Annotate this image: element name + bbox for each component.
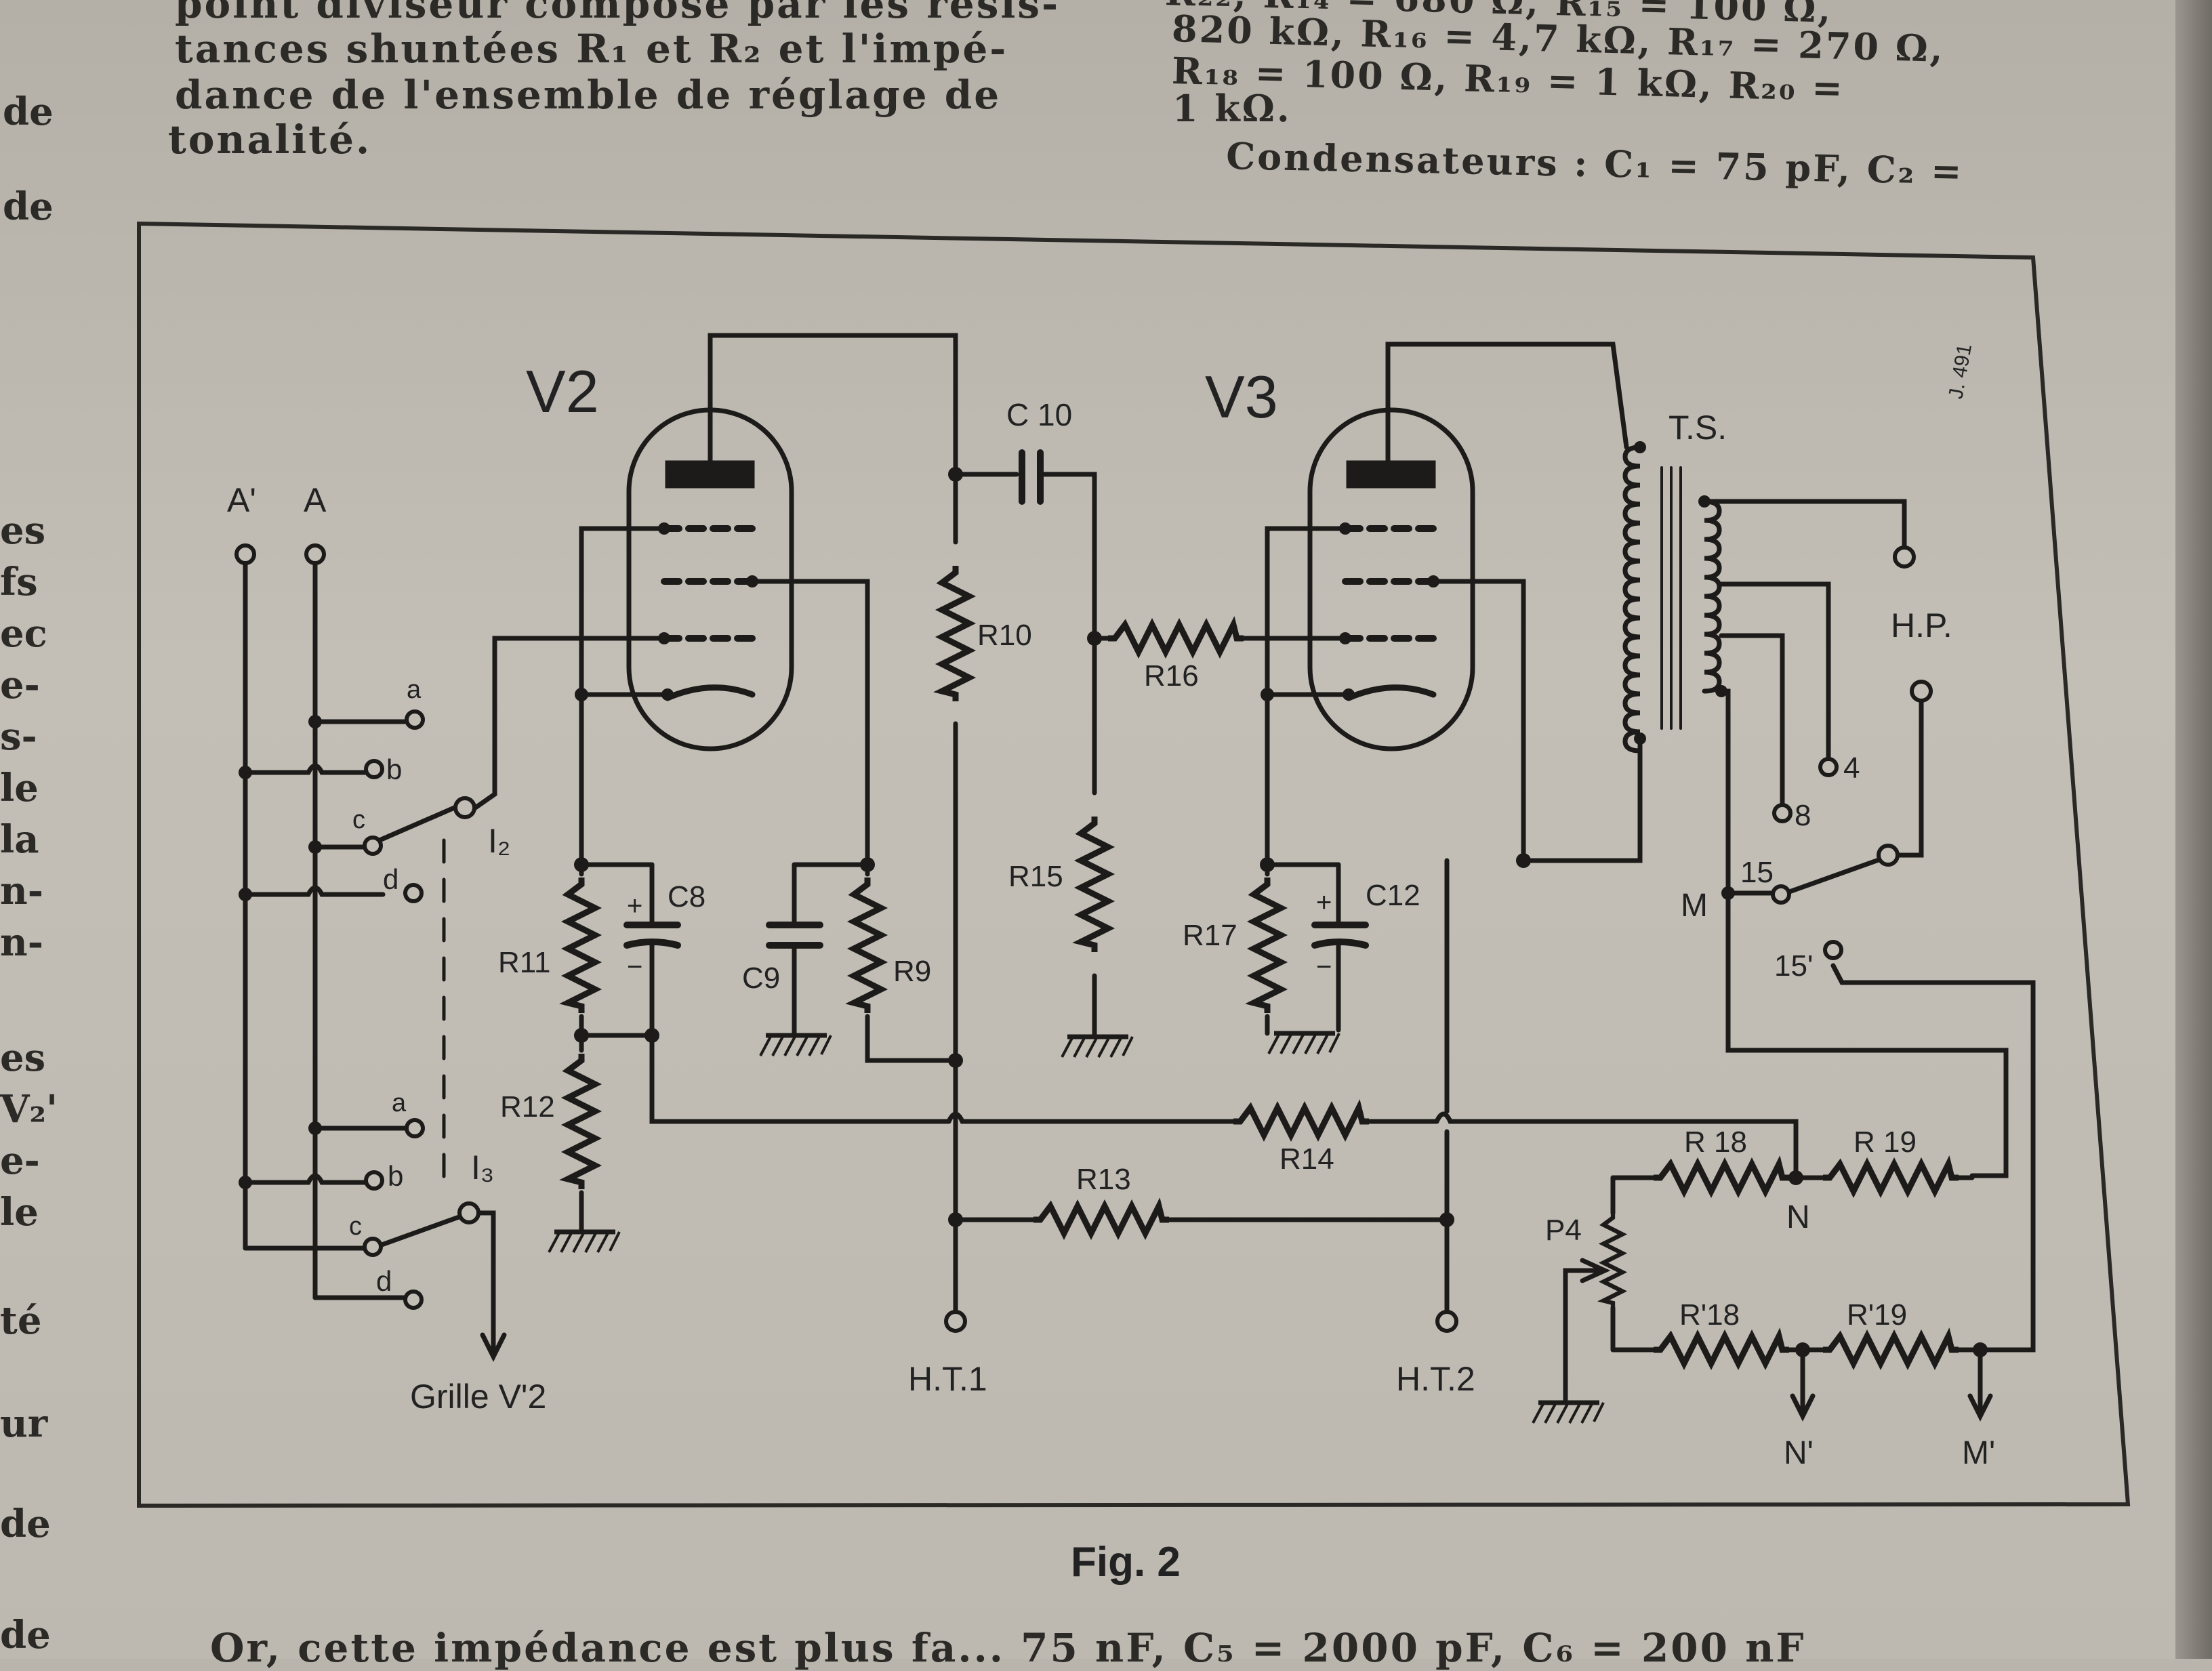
margin-fragment: le (0, 1190, 39, 1235)
resistor-r19-prime-label: R'19 (1847, 1298, 1907, 1332)
speaker-hp-label: H.P. (1891, 606, 1952, 644)
transformer-ts-label: T.S. (1668, 409, 1727, 447)
margin-fragment: fs (0, 560, 38, 604)
tube-v3-anode (1346, 460, 1436, 489)
tube-v2-anode (665, 460, 755, 489)
switch-i3-label: I₃ (471, 1149, 494, 1187)
switch-contact-label: d (376, 1265, 392, 1297)
node-m-prime-label: M' (1962, 1435, 1995, 1471)
margin-fragment: de (0, 1613, 51, 1657)
margin-fragment: V₂' (0, 1087, 58, 1132)
resistor-r13-label: R13 (1076, 1163, 1131, 1196)
margin-fragment: le (0, 766, 39, 810)
input-a-label: A (304, 481, 327, 519)
margin-fragment: es (0, 508, 46, 553)
switch-contact-label: c (349, 1212, 362, 1241)
capacitor-c12-plate (1311, 938, 1369, 949)
junction-dots (239, 441, 1988, 1357)
resistor-r15-label: R15 (1008, 860, 1063, 893)
ht1-label: H.T.1 (908, 1360, 987, 1398)
figure-caption: Fig. 2 (1071, 1539, 1181, 1586)
node-m-label: M (1681, 888, 1708, 924)
margin-fragment: ur (0, 1401, 48, 1446)
margin-fragment: de (3, 89, 54, 134)
resistor-r10-label: R10 (977, 619, 1032, 652)
tube-v3-cathode (1345, 684, 1437, 701)
switch-contact-label: b (388, 1160, 403, 1192)
tube-v2-cathode (664, 684, 756, 701)
left-text-line-4: tonalité. (168, 117, 372, 163)
switch-i2-label: I₂ (488, 822, 510, 860)
left-text-line-1: point diviseur composé par les résis- (175, 0, 1061, 27)
margin-fragment: n- (0, 869, 43, 913)
tube-v3-label: V3 (1205, 363, 1278, 430)
capacitor-c8-plate (623, 938, 681, 949)
resistor-r17-label: R17 (1183, 919, 1237, 952)
margin-fragment: es (0, 1035, 46, 1080)
resistor-r9-label: R9 (893, 955, 931, 988)
potentiometer-p4-label: P4 (1545, 1214, 1582, 1247)
margin-fragment: ec (0, 611, 47, 656)
resistor-r12-label: R12 (500, 1090, 555, 1123)
switch-contact-label: d (383, 863, 398, 895)
capacitor-plus: + (627, 891, 642, 921)
resistor-r19-label: R 19 (1853, 1126, 1917, 1159)
tap-8-label: 8 (1795, 799, 1811, 832)
resistor-r18-label: R 18 (1684, 1126, 1747, 1159)
capacitor-c9-label: C9 (742, 962, 780, 995)
margin-fragment: té (0, 1298, 42, 1343)
node-n-prime-label: N' (1784, 1435, 1814, 1471)
tap-15-prime-label: 15' (1774, 949, 1813, 983)
resistor-r18-prime-label: R'18 (1679, 1298, 1740, 1332)
tube-v3-grids (1342, 525, 1437, 642)
tube-v2-grids (661, 525, 756, 642)
figure-frame (137, 221, 2131, 1508)
grille-v2-label: Grille V'2 (410, 1378, 546, 1416)
margin-fragment: n- (0, 920, 43, 965)
capacitor-minus: − (627, 952, 642, 982)
transformer-ts-secondary (1702, 499, 1722, 694)
tap-15-label: 15 (1740, 856, 1774, 889)
margin-fragment: s- (0, 714, 37, 759)
resistor-r11-label: R11 (498, 946, 550, 979)
figure-reference-number: J. 491 (1944, 342, 1976, 400)
left-text-line-2: tances shuntées R₁ et R₂ et l'impé- (175, 26, 1008, 72)
margin-fragment: e- (0, 1138, 40, 1183)
capacitor-plus: + (1316, 888, 1332, 917)
open-terminals (234, 543, 1933, 1333)
resistor-r14-label: R14 (1279, 1142, 1334, 1176)
switch-contact-label: c (352, 806, 365, 834)
capacitor-minus: − (1316, 952, 1332, 982)
transformer-ts-core (1660, 466, 1682, 730)
tap-4-label: 4 (1843, 751, 1860, 785)
margin-fragment: e- (0, 663, 40, 707)
capacitor-c10-label: C 10 (1006, 397, 1072, 432)
margin-fragment: de (0, 1502, 51, 1546)
switch-contact-label: a (392, 1089, 407, 1117)
node-n-label: N (1786, 1199, 1810, 1235)
margin-fragment: de (3, 184, 54, 229)
book-spine-shadow (2175, 0, 2212, 1659)
capacitor-c8-label: C8 (668, 880, 705, 913)
switch-contact-label: a (407, 676, 422, 704)
ht2-label: H.T.2 (1396, 1360, 1475, 1398)
margin-fragment: la (0, 817, 39, 862)
right-text-line-4: 1 kΩ. (1172, 87, 1292, 130)
input-a-prime-label: A' (227, 481, 256, 519)
resistor-r16-label: R16 (1144, 659, 1199, 693)
left-text-line-3: dance de l'ensemble de réglage de (175, 72, 1002, 118)
tube-v2-label: V2 (526, 358, 599, 425)
switch-contact-label: b (386, 754, 402, 785)
transformer-ts-primary (1622, 445, 1643, 760)
capacitor-c12-label: C12 (1366, 879, 1420, 912)
